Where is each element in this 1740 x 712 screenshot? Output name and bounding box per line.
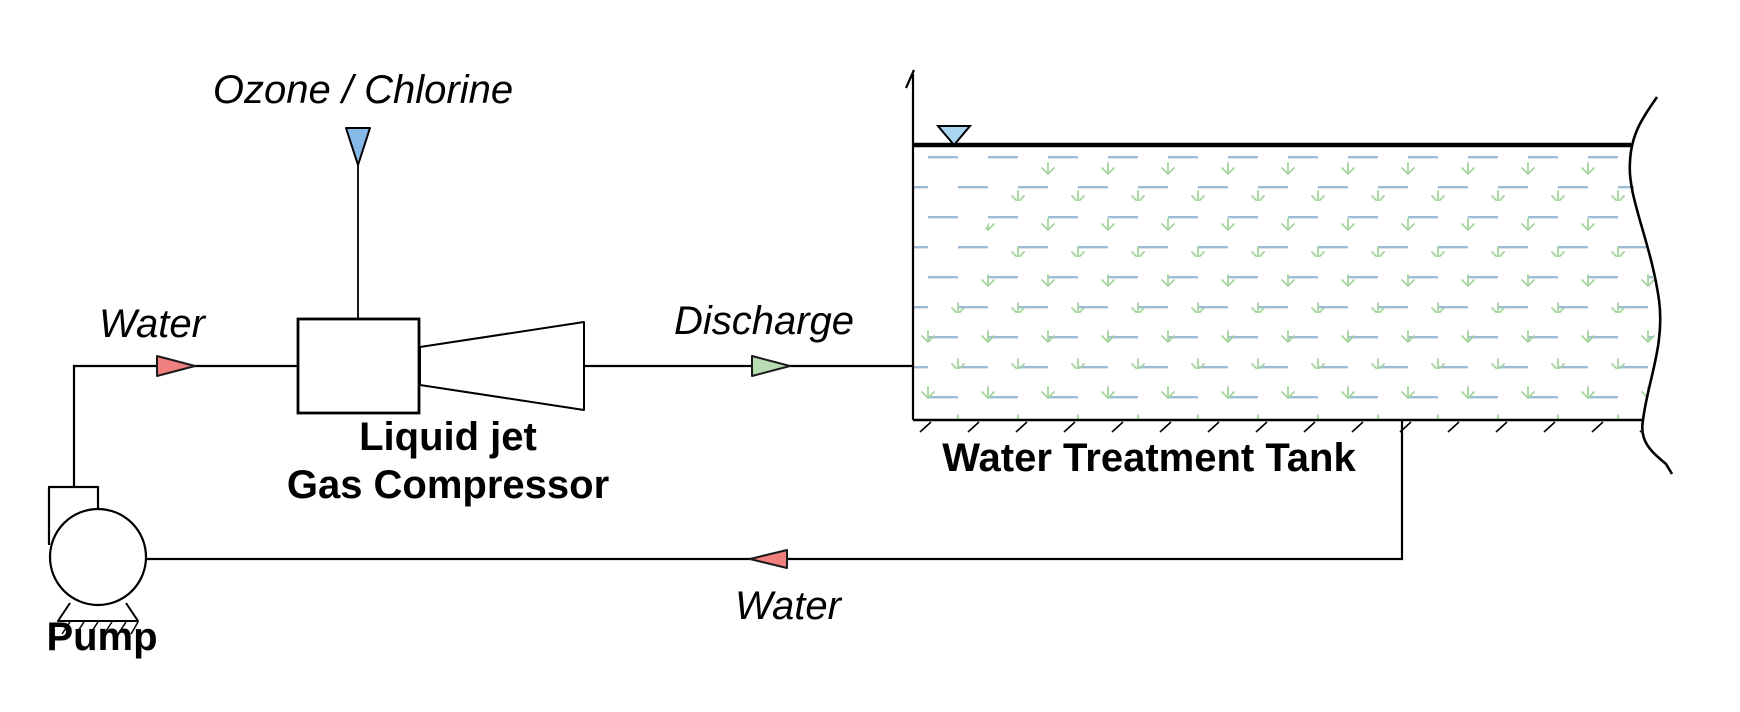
pump-base-hatch	[61, 621, 139, 635]
label-compressor-line2: Gas Compressor	[287, 463, 609, 507]
ozone-inlet-marker-icon	[345, 127, 371, 166]
tank-left-wall	[904, 69, 916, 420]
water-inlet-arrow-icon	[156, 355, 196, 377]
label-tank: Water Treatment Tank	[942, 436, 1356, 480]
label-water-inlet: Water	[99, 302, 207, 346]
tank-water-pattern	[913, 145, 1655, 420]
pump-symbol	[47, 485, 148, 635]
pipe-pump-to-compressor	[72, 364, 298, 487]
pipe-return	[98, 420, 1404, 561]
piping	[72, 165, 1404, 561]
pump-volute	[48, 507, 148, 607]
label-compressor-line1: Liquid jet	[359, 415, 537, 459]
label-pump: Pump	[46, 615, 157, 659]
water-return-arrow-icon	[749, 549, 788, 569]
label-ozone-chlorine: Ozone / Chlorine	[213, 68, 513, 112]
label-discharge: Discharge	[674, 299, 854, 343]
liquid-jet-gas-compressor	[296, 317, 585, 415]
discharge-arrow-icon	[751, 355, 791, 377]
tank-ground-hatch	[913, 421, 1641, 433]
pump-base	[57, 602, 139, 622]
water-level-marker-icon	[935, 125, 973, 147]
compressor-body	[296, 317, 421, 415]
water-treatment-tank	[904, 69, 1674, 475]
tank-algae-region	[918, 145, 1655, 420]
label-water-return: Water	[735, 584, 843, 628]
compressor-diffuser	[419, 321, 585, 411]
tank-break-line	[1628, 96, 1674, 475]
